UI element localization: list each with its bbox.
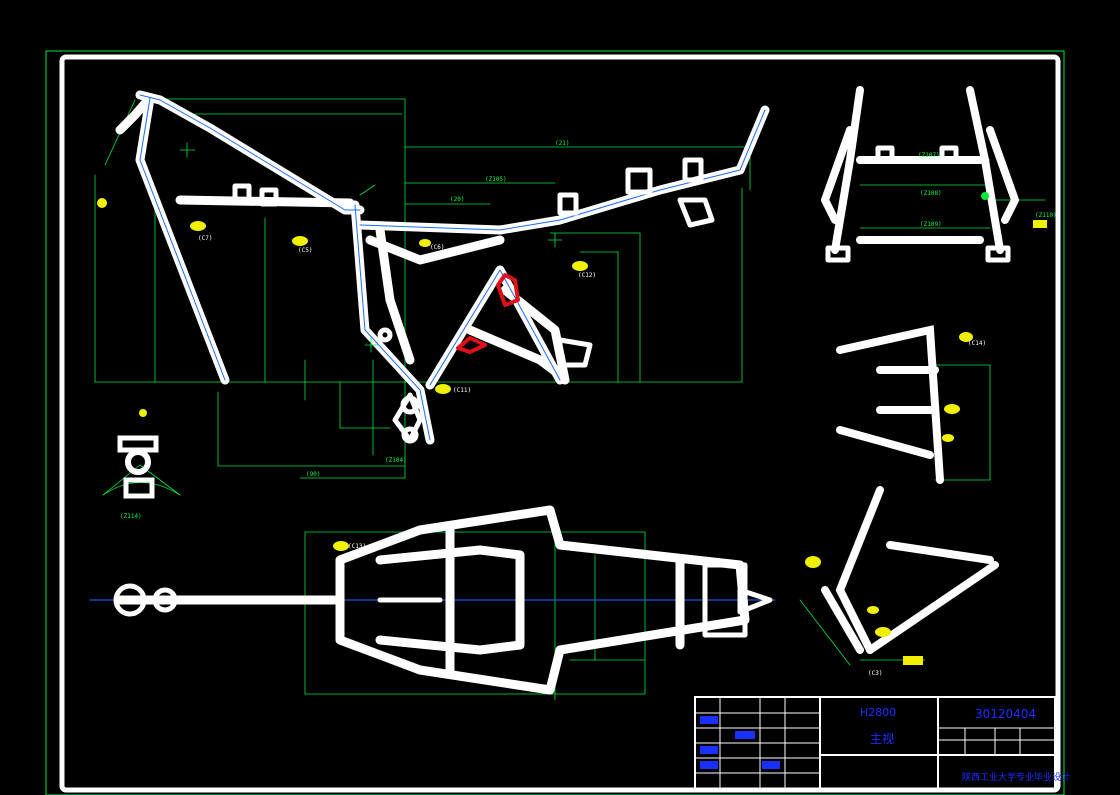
title-block: H2800 主视 30120404 陕西工业大学专业毕业设计 bbox=[694, 696, 1070, 790]
dim-z107: (Z107) bbox=[918, 152, 940, 159]
dim-z104: (Z104) bbox=[385, 457, 407, 464]
callout-c14: (C14) bbox=[968, 340, 986, 347]
drawing-border bbox=[45, 50, 1065, 795]
callout-c6: (C6) bbox=[430, 244, 444, 251]
callout-c7: (C7) bbox=[198, 235, 212, 242]
rear-detail-view: (C14) bbox=[836, 325, 991, 484]
institution-name: 陕西工业大学专业毕业设计 bbox=[962, 771, 1070, 783]
dim-z109: (Z109) bbox=[920, 221, 942, 228]
part-name: H2800 bbox=[860, 706, 896, 719]
dim-z90: (90) bbox=[306, 471, 320, 478]
dim-z21: (21) bbox=[555, 140, 569, 147]
dim-z20: (20) bbox=[450, 196, 464, 203]
view-name: 主视 bbox=[870, 731, 894, 746]
dim-z108: (Z108) bbox=[920, 190, 942, 197]
side-view-frame bbox=[94, 90, 770, 479]
rear-swing-detail: (C3) bbox=[799, 486, 999, 677]
drawing-number: 30120404 bbox=[975, 707, 1036, 721]
side-view-labels: (C7) (C5) (C6) (C12) (C11) (Z105) (20) (… bbox=[120, 140, 596, 520]
plan-view-frame: (C13) bbox=[89, 505, 776, 701]
callout-c3: (C3) bbox=[868, 670, 882, 677]
front-view-frame: (Z107) (Z108) (Z109) (Z110) bbox=[821, 86, 1057, 263]
callout-c5: (C5) bbox=[298, 247, 312, 254]
dim-z114: (Z114) bbox=[120, 513, 142, 520]
fork-detail-view bbox=[102, 435, 181, 499]
dim-z110: (Z110) bbox=[1035, 212, 1057, 219]
callout-c11: (C11) bbox=[453, 387, 471, 394]
callout-c13: (C13) bbox=[348, 543, 366, 550]
callout-c12: (C12) bbox=[578, 272, 596, 279]
dim-z105: (Z105) bbox=[485, 176, 507, 183]
